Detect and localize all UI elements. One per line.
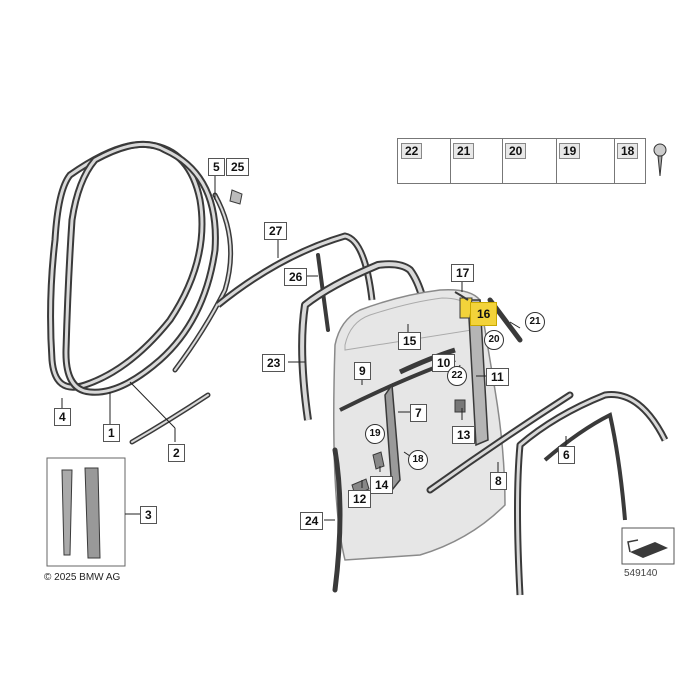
label-3[interactable]: 3 xyxy=(140,506,157,524)
outer-frame-6 xyxy=(514,391,669,596)
door-seal-1 xyxy=(62,140,219,396)
tray-cell-18[interactable]: 18 xyxy=(614,139,645,183)
label-17[interactable]: 17 xyxy=(451,264,475,282)
label-2[interactable]: 2 xyxy=(168,444,185,462)
label-26[interactable]: 26 xyxy=(284,268,308,286)
label-25[interactable]: 25 xyxy=(226,158,250,176)
label-6[interactable]: 6 xyxy=(558,446,575,464)
tray-cell-22[interactable]: 22 xyxy=(398,139,451,183)
inset-part-3b xyxy=(84,467,101,559)
label-14[interactable]: 14 xyxy=(370,476,394,494)
belt-line-8 xyxy=(426,391,574,494)
guide-rail-11 xyxy=(467,299,489,447)
label-8[interactable]: 8 xyxy=(490,472,507,490)
frame-trim-27 xyxy=(215,232,376,308)
tray-cell-19[interactable]: 19 xyxy=(556,139,615,183)
label-27[interactable]: 27 xyxy=(264,222,288,240)
tray-label-18: 18 xyxy=(617,143,639,159)
label-5[interactable]: 5 xyxy=(208,158,225,176)
tray-label-20: 20 xyxy=(505,143,527,159)
small-parts-tray: 22 21 20 19 18 xyxy=(397,138,646,184)
inset-part-3a xyxy=(61,469,73,556)
door-seal-4 xyxy=(47,140,206,391)
screw-icon-18 xyxy=(653,143,667,157)
window-frame-23 xyxy=(298,260,434,421)
label-18[interactable]: 18 xyxy=(408,450,428,470)
outer-frame-6-inner xyxy=(543,412,627,521)
label-1[interactable]: 1 xyxy=(103,424,120,442)
diagram-number: 549140 xyxy=(624,568,658,579)
label-23[interactable]: 23 xyxy=(262,354,286,372)
tray-label-19: 19 xyxy=(559,143,581,159)
label-22[interactable]: 22 xyxy=(447,366,467,386)
tray-cell-20[interactable]: 20 xyxy=(502,139,557,183)
label-9[interactable]: 9 xyxy=(354,362,371,380)
pillar-7 xyxy=(384,382,401,492)
label-4[interactable]: 4 xyxy=(54,408,71,426)
copyright-text: © 2025 BMW AG xyxy=(44,572,121,583)
label-12[interactable]: 12 xyxy=(348,490,372,508)
tray-label-21: 21 xyxy=(453,143,475,159)
label-7[interactable]: 7 xyxy=(410,404,427,422)
strip-24 xyxy=(332,447,343,593)
label-21[interactable]: 21 xyxy=(525,312,545,332)
part-17 xyxy=(454,291,469,301)
tray-cell-21[interactable]: 21 xyxy=(450,139,503,183)
label-11[interactable]: 11 xyxy=(486,368,509,386)
bracket-14 xyxy=(372,451,385,470)
tray-label-22: 22 xyxy=(401,143,423,159)
label-20[interactable]: 20 xyxy=(484,330,504,350)
label-24[interactable]: 24 xyxy=(300,512,324,530)
label-13[interactable]: 13 xyxy=(452,426,476,444)
seal-strip-5 xyxy=(172,192,234,373)
sill-strip-2 xyxy=(129,392,211,445)
label-16-highlighted[interactable]: 16 xyxy=(470,302,498,326)
channel-10 xyxy=(398,347,456,375)
clip-25 xyxy=(229,189,243,205)
label-19[interactable]: 19 xyxy=(365,424,385,444)
orientation-arrow-icon xyxy=(621,527,675,565)
clip-13 xyxy=(454,399,466,413)
label-15[interactable]: 15 xyxy=(398,332,422,350)
